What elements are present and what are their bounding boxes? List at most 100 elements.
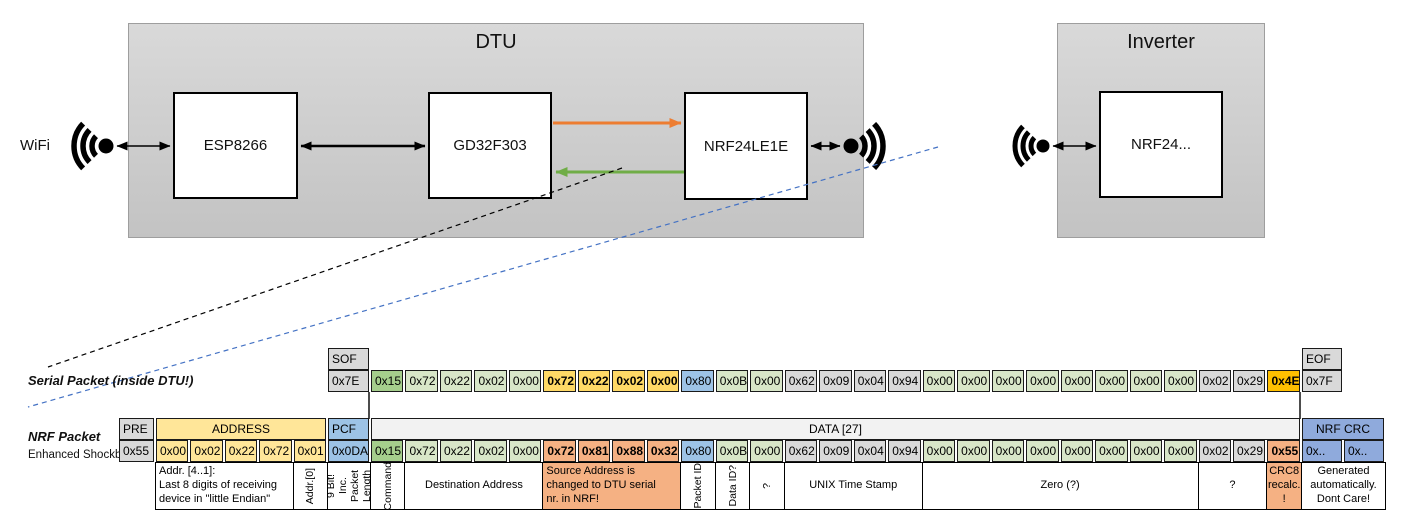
annotation-cell: Zero (?) bbox=[921, 462, 1199, 510]
serial-byte-cell: 0x4E bbox=[1267, 370, 1300, 392]
serial-byte-cell: 0x80 bbox=[681, 370, 714, 392]
inverter-title: Inverter bbox=[1127, 31, 1195, 53]
annotation-cell: 9 Bit! Inc. Packet Length bbox=[327, 462, 371, 510]
nrf-crc-byte-cell: 0x.. bbox=[1302, 440, 1342, 462]
annotation-cell: CRC8 recalc. ! bbox=[1266, 462, 1302, 510]
annotation-cell: ? bbox=[1197, 462, 1268, 510]
serial-byte-cell: 0x04 bbox=[853, 370, 887, 392]
enhanced-shockburst-label: Enhanced Shockburst bbox=[28, 449, 141, 461]
nrf-byte-cell: 0x81 bbox=[577, 440, 611, 462]
serial-byte-cell: 0x72 bbox=[405, 370, 438, 392]
annotation-text: Zero (?) bbox=[1040, 479, 1080, 492]
annotation-cell: Generated automatically. Dont Care! bbox=[1301, 462, 1386, 510]
nrf-byte-cell: 0x15 bbox=[371, 440, 404, 462]
nrf-pre-header: PRE bbox=[119, 418, 154, 440]
nrf-byte-cell: 0x72 bbox=[405, 440, 438, 462]
nrf-address-byte-cell: 0x72 bbox=[259, 440, 292, 462]
nrf-byte-cell: 0x00 bbox=[1026, 440, 1059, 462]
annotation-text: UNIX Time Stamp bbox=[809, 479, 898, 492]
serial-byte-cell: 0x00 bbox=[1129, 370, 1163, 392]
nrf-byte-cell: 0x32 bbox=[646, 440, 680, 462]
nrf-data-header: DATA [27] bbox=[371, 418, 1300, 440]
nrf-byte-cell: 0x09 bbox=[819, 440, 852, 462]
nrf-byte-cell: 0x00 bbox=[922, 440, 956, 462]
serial-byte-cell: 0x00 bbox=[508, 370, 542, 392]
serial-byte-cell: 0x00 bbox=[750, 370, 783, 392]
nrf-crc-header: NRF CRC bbox=[1302, 418, 1384, 440]
serial-byte-cell: 0x00 bbox=[646, 370, 680, 392]
serial-byte-cell: 0x00 bbox=[957, 370, 990, 392]
annotation-text: Data ID? bbox=[726, 465, 739, 507]
nrf-byte-cell: 0x22 bbox=[439, 440, 473, 462]
nrf-byte-cell: 0x94 bbox=[888, 440, 921, 462]
nrf-byte-cell: 0x55 bbox=[1267, 440, 1300, 462]
serial-byte-cell: 0x02 bbox=[1198, 370, 1231, 392]
annotation-cell: ? bbox=[749, 462, 785, 510]
serial-sof-header: SOF bbox=[328, 348, 369, 370]
nrf-address-byte-cell: 0x02 bbox=[190, 440, 223, 462]
nrf-pcf-header: PCF bbox=[328, 418, 369, 440]
serial-byte-cell: 0x72 bbox=[543, 370, 576, 392]
annotation-text: Packet ID bbox=[692, 463, 705, 509]
nrf-pcf-value: 0x0DA bbox=[328, 440, 369, 462]
nrf-byte-cell: 0x88 bbox=[612, 440, 645, 462]
serial-byte-cell: 0x02 bbox=[612, 370, 645, 392]
serial-byte-cell: 0x09 bbox=[819, 370, 852, 392]
nrf-byte-cell: 0x00 bbox=[508, 440, 542, 462]
gd32f303-box: GD32F303 bbox=[428, 92, 552, 199]
wifi-label: WiFi bbox=[20, 137, 50, 154]
serial-eof-header: EOF bbox=[1302, 348, 1342, 370]
annotation-cell: Data ID? bbox=[714, 462, 751, 510]
serial-byte-cell: 0x02 bbox=[474, 370, 507, 392]
annotation-text: Source Address is changed to DTU serial … bbox=[546, 465, 656, 505]
annotation-text: 9 Bit! Inc. Packet Length bbox=[327, 469, 371, 503]
annotation-cell: Source Address is changed to DTU serial … bbox=[542, 462, 682, 510]
annotation-cell: UNIX Time Stamp bbox=[783, 462, 923, 510]
serial-byte-cell: 0x22 bbox=[439, 370, 473, 392]
serial-byte-cell: 0x22 bbox=[577, 370, 611, 392]
nrf-byte-cell: 0x02 bbox=[474, 440, 507, 462]
nrf-byte-cell: 0x04 bbox=[853, 440, 887, 462]
annotation-text: ? bbox=[760, 483, 773, 489]
nrf-pre-value: 0x55 bbox=[119, 440, 154, 462]
inverter-nrf-box: NRF24... bbox=[1099, 91, 1223, 198]
nrf-byte-cell: 0x00 bbox=[1095, 440, 1128, 462]
annotation-cell: Addr. [4..1]: Last 8 digits of receiving… bbox=[155, 462, 294, 510]
serial-byte-cell: 0x00 bbox=[1060, 370, 1094, 392]
annotation-cell: Destination Address bbox=[404, 462, 544, 510]
annotation-text: ? bbox=[1229, 479, 1236, 492]
nrf24le1e-box: NRF24LE1E bbox=[684, 92, 808, 200]
nrf-byte-cell: 0x00 bbox=[957, 440, 990, 462]
annotation-cell: Packet ID bbox=[680, 462, 716, 510]
serial-eof-value: 0x7F bbox=[1302, 370, 1342, 392]
nrf-byte-cell: 0x0B bbox=[715, 440, 749, 462]
nrf-address-byte-cell: 0x22 bbox=[224, 440, 258, 462]
nrf-byte-cell: 0x00 bbox=[991, 440, 1025, 462]
nrf-byte-cell: 0x00 bbox=[750, 440, 783, 462]
nrf-packet-label: NRF Packet bbox=[28, 429, 101, 444]
serial-byte-cell: 0x62 bbox=[784, 370, 818, 392]
serial-byte-cell: 0x00 bbox=[991, 370, 1025, 392]
nrf-address-byte-cell: 0x01 bbox=[293, 440, 326, 462]
nrf-byte-cell: 0x72 bbox=[543, 440, 576, 462]
esp8266-box: ESP8266 bbox=[173, 92, 298, 199]
nrf-address-header: ADDRESS bbox=[156, 418, 326, 440]
annotation-text: Generated automatically. Dont Care! bbox=[1310, 465, 1377, 505]
nrf-byte-cell: 0x62 bbox=[784, 440, 818, 462]
serial-byte-cell: 0x00 bbox=[1164, 370, 1197, 392]
nrf-byte-cell: 0x00 bbox=[1060, 440, 1094, 462]
annotation-text: CRC8 recalc. ! bbox=[1268, 465, 1301, 505]
serial-packet-label: Serial Packet (inside DTU!) bbox=[28, 373, 194, 388]
dtu-title: DTU bbox=[475, 31, 517, 53]
serial-sof-value: 0x7E bbox=[328, 370, 369, 392]
serial-byte-cell: 0x0B bbox=[715, 370, 749, 392]
annotation-text: Command bbox=[381, 462, 394, 510]
nrf-byte-cell: 0x00 bbox=[1164, 440, 1197, 462]
nrf-byte-cell: 0x02 bbox=[1198, 440, 1231, 462]
serial-byte-cell: 0x00 bbox=[1026, 370, 1059, 392]
serial-byte-cell: 0x00 bbox=[922, 370, 956, 392]
nrf-byte-cell: 0x80 bbox=[681, 440, 714, 462]
nrf-byte-cell: 0x00 bbox=[1129, 440, 1163, 462]
nrf-address-byte-cell: 0x00 bbox=[156, 440, 189, 462]
